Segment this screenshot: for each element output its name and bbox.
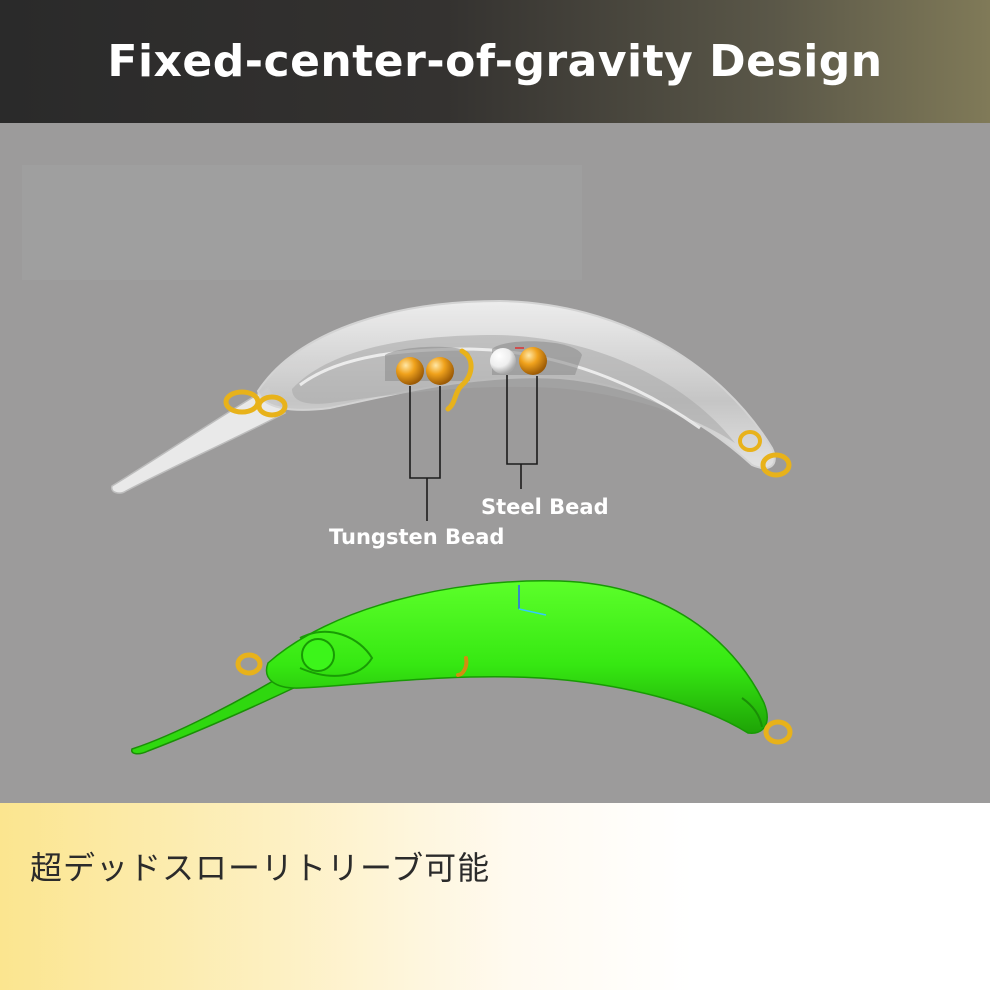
lure-shell bbox=[256, 299, 776, 470]
green-lure bbox=[131, 580, 793, 755]
footer-banner: 超デッドスローリトリーブ可能 bbox=[0, 803, 990, 990]
front-eyelet bbox=[223, 389, 288, 418]
divider-hook bbox=[445, 348, 474, 412]
eye bbox=[301, 638, 335, 672]
header-banner: Fixed-center-of-gravity Design bbox=[0, 0, 990, 123]
tungsten-bead-2 bbox=[426, 357, 454, 385]
footer-caption: 超デッドスローリトリーブ可能 bbox=[30, 849, 491, 887]
lure-diagram bbox=[22, 165, 793, 755]
green-lip bbox=[131, 670, 302, 755]
tungsten-bead-3 bbox=[519, 347, 547, 375]
rear-eyelet bbox=[738, 430, 792, 478]
green-rear-eyelet bbox=[763, 719, 793, 745]
steel-bead-label: Steel Bead bbox=[481, 495, 609, 519]
background-panel bbox=[22, 165, 582, 280]
green-front-eyelet bbox=[235, 652, 263, 676]
tungsten-bead-label: Tungsten Bead bbox=[329, 525, 505, 549]
cutaway-lure bbox=[111, 299, 792, 494]
leader-lines bbox=[409, 375, 538, 521]
page-title: Fixed-center-of-gravity Design bbox=[107, 36, 883, 87]
tungsten-bead-1 bbox=[396, 357, 424, 385]
steel-bead bbox=[490, 348, 516, 374]
green-body bbox=[265, 580, 768, 734]
diagram-stage: Steel Bead Tungsten Bead bbox=[0, 123, 990, 803]
